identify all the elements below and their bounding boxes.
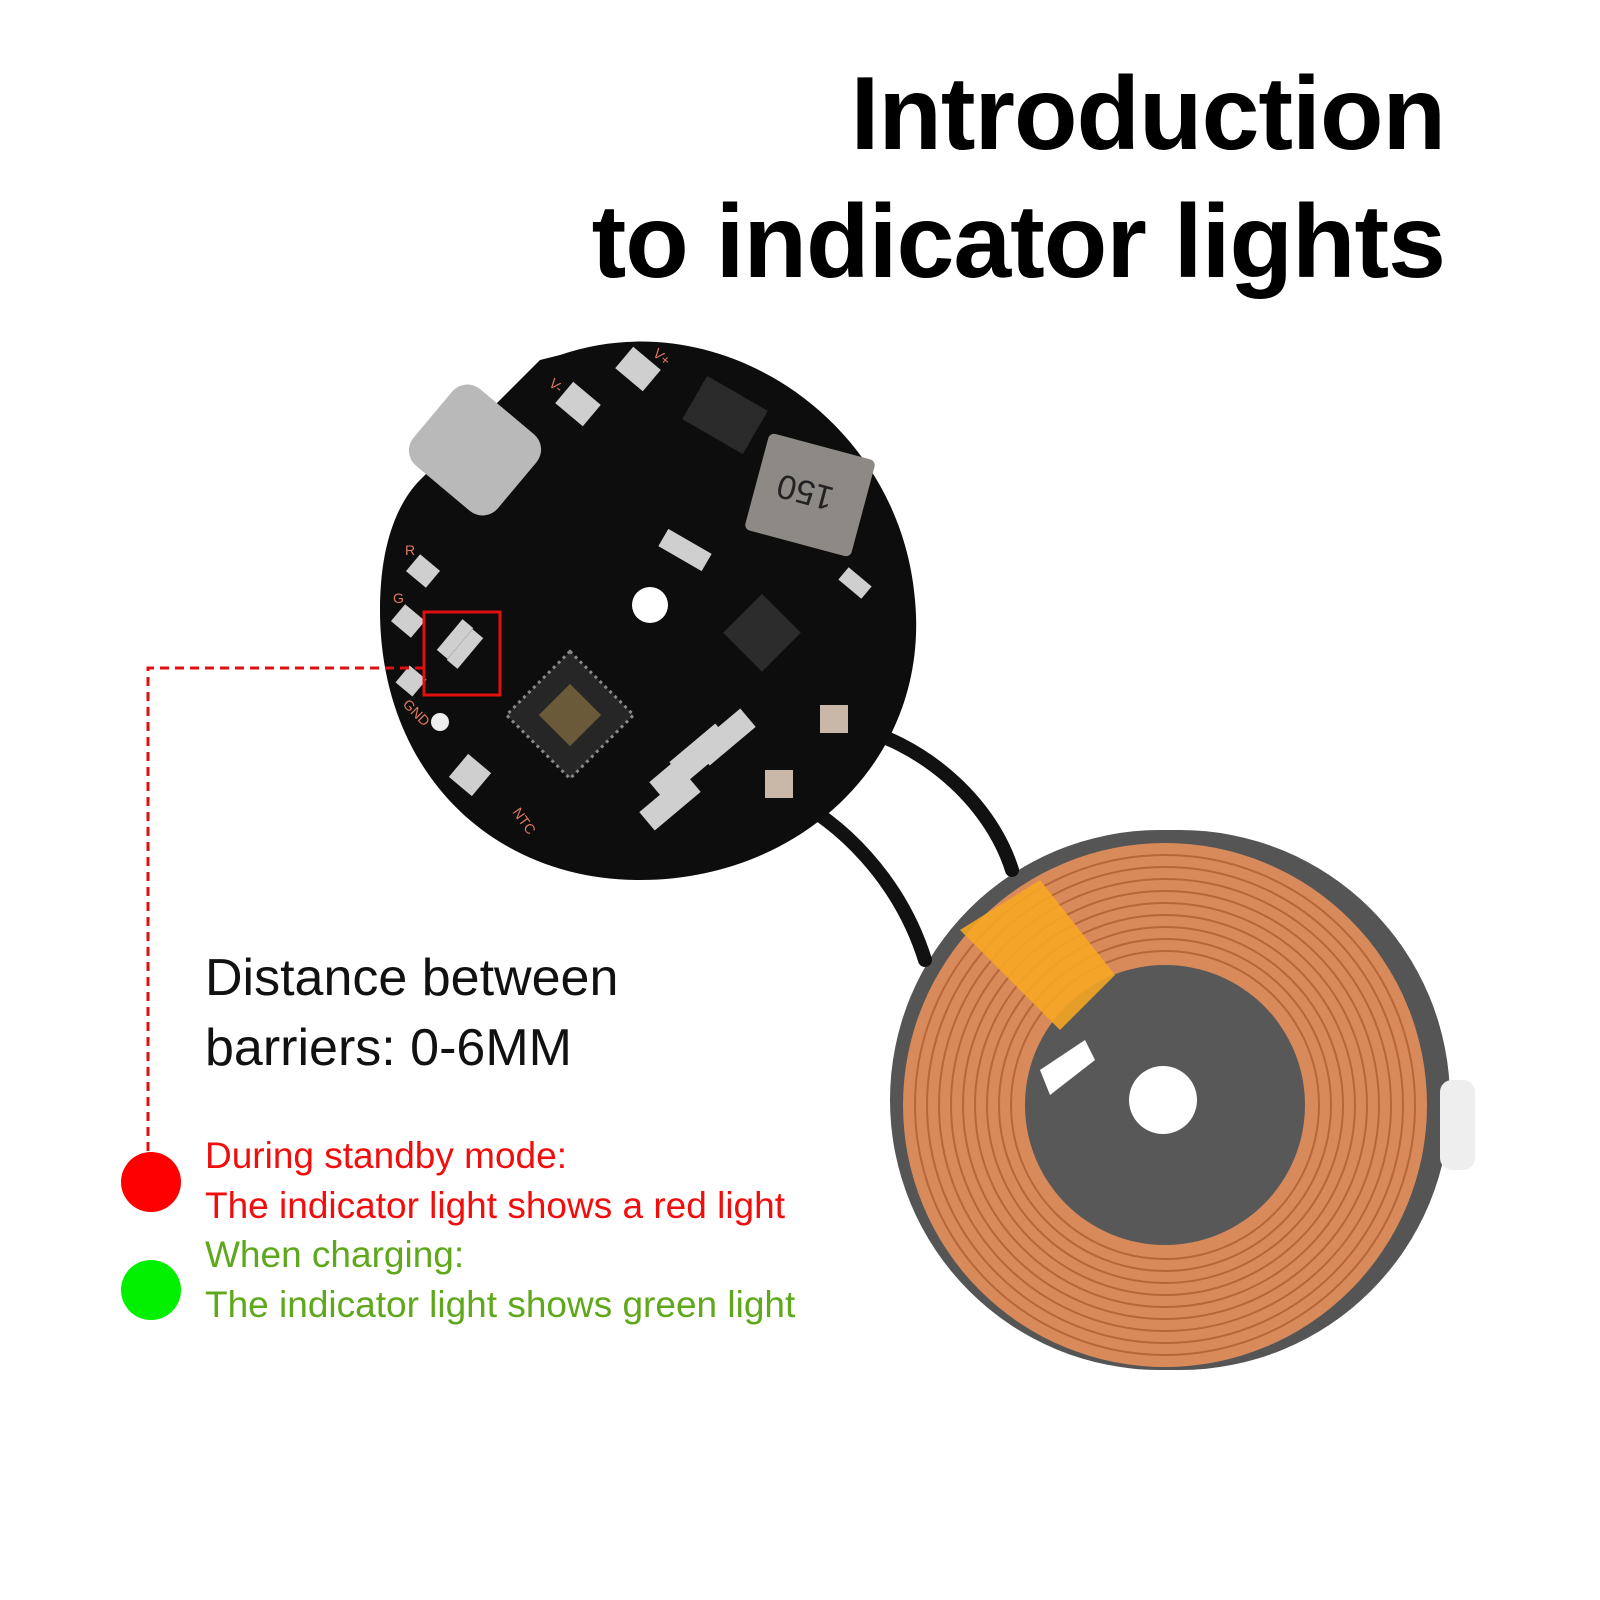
charging-description: The indicator light shows green light [205, 1284, 796, 1325]
svg-text:G: G [393, 590, 404, 606]
green-indicator-dot-icon [121, 1260, 181, 1320]
svg-text:R: R [405, 542, 415, 558]
charging-heading: When charging: [205, 1234, 465, 1275]
page-title-line2: to indicator lights [591, 184, 1446, 300]
indicator-led-highlight [422, 610, 502, 697]
callout-dashed-line [146, 666, 424, 1152]
kapton-tape [960, 880, 1115, 1030]
wireless-charging-coil [890, 830, 1475, 1370]
standby-heading: During standby mode: [205, 1135, 567, 1176]
distance-label-line1: Distance between [205, 949, 619, 1007]
red-indicator-dot-icon [121, 1152, 181, 1212]
usb-c-port [408, 384, 542, 516]
mounting-hole [632, 587, 668, 623]
pcb-board: 150 V- V+ R [380, 341, 917, 880]
page-title-line1: Introduction [850, 56, 1446, 172]
inductor [745, 433, 875, 557]
distance-label-line2: barriers: 0-6MM [205, 1019, 572, 1077]
standby-description: The indicator light shows a red light [205, 1185, 785, 1226]
